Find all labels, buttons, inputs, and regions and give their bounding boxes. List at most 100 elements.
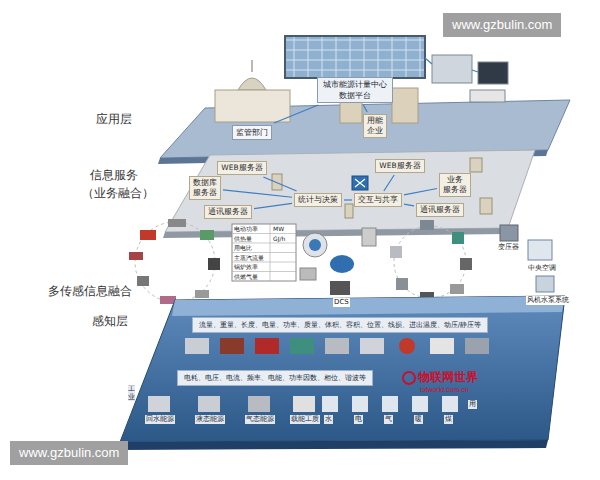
quantity-band: 电耗、电压、电流、频率、电能、功率因数、相位、谐波等 [177, 370, 373, 386]
sensor-icon [200, 230, 214, 240]
node-text: WEB服务器 [221, 163, 262, 173]
device-label: 变压器 [497, 243, 520, 252]
layer-label: 应用层 [96, 112, 132, 127]
sensor-icon [460, 258, 472, 270]
government-building [215, 90, 290, 122]
dcs-unit [330, 281, 350, 295]
quantity-band: 流量、重量、长度、电量、功率、质量、体积、容积、位置、线损、进出温度、动压/静压… [192, 317, 488, 333]
connector [404, 189, 437, 195]
utility-label: 电 [354, 415, 363, 424]
utility-label: 暖 [414, 415, 423, 424]
flow-meter [303, 233, 327, 257]
node-text: 用能 企业 [367, 116, 383, 136]
sensor-ring [394, 226, 466, 298]
node-text: 监管部门 [236, 127, 268, 138]
node-text: 统计与决策 [298, 195, 338, 205]
energy-label: 回水能源 [145, 415, 175, 424]
watermark: 物联网世界 [418, 370, 478, 384]
flag-pole [252, 60, 253, 72]
device-icon [220, 338, 244, 354]
connector [344, 199, 352, 200]
server-icon [345, 204, 353, 218]
utility-icon [352, 396, 368, 412]
perception-plane-edge [118, 440, 548, 450]
sensor-icon [420, 220, 434, 230]
utility-label: 水 [324, 415, 333, 424]
watermark: www.gzbulin.com [10, 441, 128, 465]
device-icon [255, 338, 279, 354]
energy-icon [198, 396, 220, 412]
sensor-icon [168, 219, 186, 227]
building-label: 监管部门 [232, 125, 272, 140]
utility-icon [382, 396, 398, 412]
sensor-icon [208, 258, 220, 270]
device-icon [185, 338, 209, 354]
energy-icon [293, 396, 315, 412]
server-icon [480, 198, 492, 214]
building-label: 用能 企业 [363, 114, 387, 138]
pressure-sensor [330, 255, 354, 273]
info-plane [165, 150, 535, 232]
node-text: 流量、重量、长度、电量、功率、质量、体积、容积、位置、线损、进出温度、动压/静压… [199, 320, 481, 330]
device-icon [325, 338, 349, 354]
node-text: WEB服务器 [379, 161, 420, 171]
exchange-icon [352, 176, 368, 190]
device-label: DCS [333, 298, 350, 307]
device-label: 风机水泵系统 [526, 296, 570, 305]
perception-plane-top [172, 296, 565, 316]
video-wall [285, 36, 425, 78]
transformer-icon [500, 225, 518, 241]
exchange-mark [355, 179, 365, 187]
connector [223, 190, 292, 197]
table-cell: 供热量 [234, 235, 252, 243]
node-text: 城市能源计量中心 数据平台 [321, 79, 389, 101]
logo-mark [403, 372, 415, 384]
connector [363, 105, 367, 112]
connector [384, 175, 394, 191]
wire [425, 58, 478, 72]
sensor-icon [450, 284, 464, 294]
sensor-icon [362, 228, 376, 246]
connector [263, 177, 296, 191]
table-cell: 供燃气量 [234, 273, 258, 281]
node-text: 数据库 服务器 [193, 178, 217, 198]
node-text: 电耗、电压、电流、频率、电能、功率因数、相位、谐波等 [184, 373, 366, 383]
utility-icon [412, 396, 428, 412]
connector [404, 204, 414, 206]
perception-plane [120, 296, 565, 442]
table-rules [232, 224, 296, 281]
server-icon [470, 158, 482, 172]
node-text: 通讯服务器 [208, 207, 248, 217]
enterprise-building [392, 88, 418, 123]
pump-icon [536, 276, 554, 292]
monitor [478, 62, 508, 84]
table-cell: 用电比 [234, 244, 252, 252]
sensor-icon [300, 268, 316, 280]
energy-label: 液态能源 [195, 415, 225, 424]
energy-label: 载能工质 [290, 415, 320, 424]
table-cell: 电动功率 [234, 225, 258, 233]
utility-label: 煤 [444, 415, 453, 424]
utility-icon [442, 396, 458, 412]
sensor-icon [452, 232, 464, 244]
sensor-ring [135, 222, 215, 302]
table-cell: GJ/h [273, 235, 285, 243]
table-cell: 主蒸汽流量 [234, 254, 264, 262]
energy-label: 气态能源 [245, 415, 275, 424]
sensor-icon [195, 290, 209, 298]
energy-icon [248, 396, 270, 412]
server-box: 通讯服务器 [416, 203, 464, 217]
node-text: 通讯服务器 [420, 205, 460, 215]
device-label: 中央空调 [527, 264, 557, 273]
server-box: WEB服务器 [375, 159, 424, 173]
table-cell: MW [273, 225, 284, 233]
layer-label: （业务融合） [82, 186, 154, 201]
data-table [232, 224, 296, 281]
process-box: 交互与共享 [354, 193, 402, 207]
air-conditioner-icon [528, 240, 552, 260]
utility-label: 气 [384, 415, 393, 424]
device-icon [465, 338, 489, 354]
